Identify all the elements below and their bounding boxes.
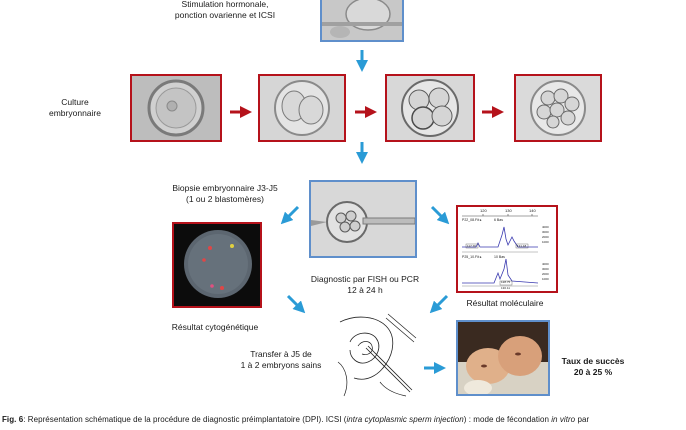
biopsie-line-1: Biopsie embryonnaire J3-J5 xyxy=(172,183,278,193)
caption-text-3: ) : mode de fécondation xyxy=(463,415,552,424)
pcr-chart-box: 120 130 140 P22_08.Fit ▸ 6 Bas 117.76 13… xyxy=(456,205,558,293)
transfert-label: Transfer à J5 de 1 à 2 embryons sains xyxy=(226,349,336,371)
transfert-line-1: Transfer à J5 de xyxy=(250,349,312,359)
stimulation-line-2: ponction ovarienne et ICSI xyxy=(174,10,276,20)
pcr-tick-120: 120 xyxy=(480,208,487,213)
arrow-diag-right-down xyxy=(430,205,450,225)
moleculaire-label: Résultat moléculaire xyxy=(466,298,544,308)
caption-text-1: : Représentation schématique de la procé… xyxy=(23,415,347,424)
pcr-trace-2-yticks: 4000 3000 2000 1000 xyxy=(542,262,549,282)
pcr-trace-2-sublabel: 10 Bas xyxy=(494,255,505,259)
caption-fig-number: Fig. 6 xyxy=(2,415,24,424)
embryo-1-micrograph xyxy=(132,76,220,140)
biopsie-label: Biopsie embryonnaire J3-J5 (1 ou 2 blast… xyxy=(150,183,300,205)
pcr-y2-3000: 3000 xyxy=(542,267,549,271)
biopsie-line-2: (1 ou 2 blastomères) xyxy=(186,194,264,204)
pcr-trace-1 xyxy=(462,226,538,248)
pcr-trace-2 xyxy=(462,258,539,284)
biopsy-image xyxy=(309,180,417,258)
fish-image xyxy=(172,222,262,308)
pcr-tick-140: 140 xyxy=(529,208,536,213)
babies-image xyxy=(458,322,548,394)
diagnostic-line-1: Diagnostic par FISH ou PCR xyxy=(310,274,420,284)
arrow-diag-to-transfer-right xyxy=(429,294,449,314)
pcr-y2-4000: 4000 xyxy=(542,262,549,266)
stimulation-line-1: Stimulation hormonale, xyxy=(181,0,269,9)
caption-text-5: par xyxy=(575,415,590,424)
pcr-y1-2000: 2000 xyxy=(542,235,549,239)
pcr-chart xyxy=(462,214,539,287)
pcr-peak-2b: 130.11 xyxy=(501,286,510,290)
cytogenetique-label: Résultat cytogénétique xyxy=(171,322,259,332)
embryo-stage-2-image xyxy=(258,74,346,142)
pcr-peak-1b: 131.18 xyxy=(517,244,527,248)
taux-line-1: Taux de succès xyxy=(561,356,625,366)
pcr-peak-2a: 128.75 xyxy=(501,280,511,284)
pcr-trace-1-label: P22_08.Fit ▸ xyxy=(462,218,482,222)
diagnostic-line-2: 12 à 24 h xyxy=(347,285,383,295)
pcr-y1-1000: 1000 xyxy=(542,240,549,244)
pcr-trace-2-label: P25_10.Fit ▸ xyxy=(462,255,482,259)
pcr-y2-2000: 2000 xyxy=(542,272,549,276)
stimulation-label: Stimulation hormonale, ponction ovarienn… xyxy=(150,0,300,21)
icsi-micrograph xyxy=(322,0,402,40)
pcr-tick-130: 130 xyxy=(505,208,512,213)
pcr-trace-1-sublabel: 6 Bas xyxy=(494,218,503,222)
taux-line-2: 20 à 25 % xyxy=(573,367,613,377)
flow-arrows xyxy=(230,50,504,374)
pcr-peak-1a: 117.76 xyxy=(467,244,476,248)
arrow-diag-to-transfer-left xyxy=(286,294,306,314)
culture-line-2: embryonnaire xyxy=(49,108,101,118)
embryo-stage-4-image xyxy=(514,74,602,142)
culture-label: Culture embryonnaire xyxy=(40,97,110,119)
caption-text-2: intra cytoplasmic sperm injection xyxy=(346,415,464,424)
caption-text-4: in vitro xyxy=(551,415,576,424)
arrow-diag-left-down xyxy=(280,205,300,225)
culture-line-1: Culture xyxy=(61,97,89,107)
embryo-4-micrograph xyxy=(516,76,600,140)
embryo-stage-1-image xyxy=(130,74,222,142)
pcr-trace-1-yticks: 4000 3000 2000 1000 xyxy=(542,225,549,245)
icsi-image xyxy=(320,0,404,42)
embryo-3-micrograph xyxy=(387,76,473,140)
embryo-stage-3-image xyxy=(385,74,475,142)
diagnostic-label: Diagnostic par FISH ou PCR 12 à 24 h xyxy=(290,274,440,296)
embryo-2-micrograph xyxy=(260,76,344,140)
transfert-line-2: 1 à 2 embryons sains xyxy=(240,360,322,370)
babies-photo xyxy=(456,320,550,396)
transfer-drawing xyxy=(336,312,418,400)
taux-label: Taux de succès 20 à 25 % xyxy=(553,356,633,378)
pcr-y1-3000: 3000 xyxy=(542,230,549,234)
biopsy-micrograph xyxy=(311,182,415,256)
uterus-transfer-sketch xyxy=(337,313,417,397)
pcr-y1-4000: 4000 xyxy=(542,225,549,229)
fish-micrograph xyxy=(174,224,260,306)
pcr-y2-1000: 1000 xyxy=(542,277,549,281)
figure-caption: Fig. 6: Représentation schématique de la… xyxy=(2,414,684,425)
